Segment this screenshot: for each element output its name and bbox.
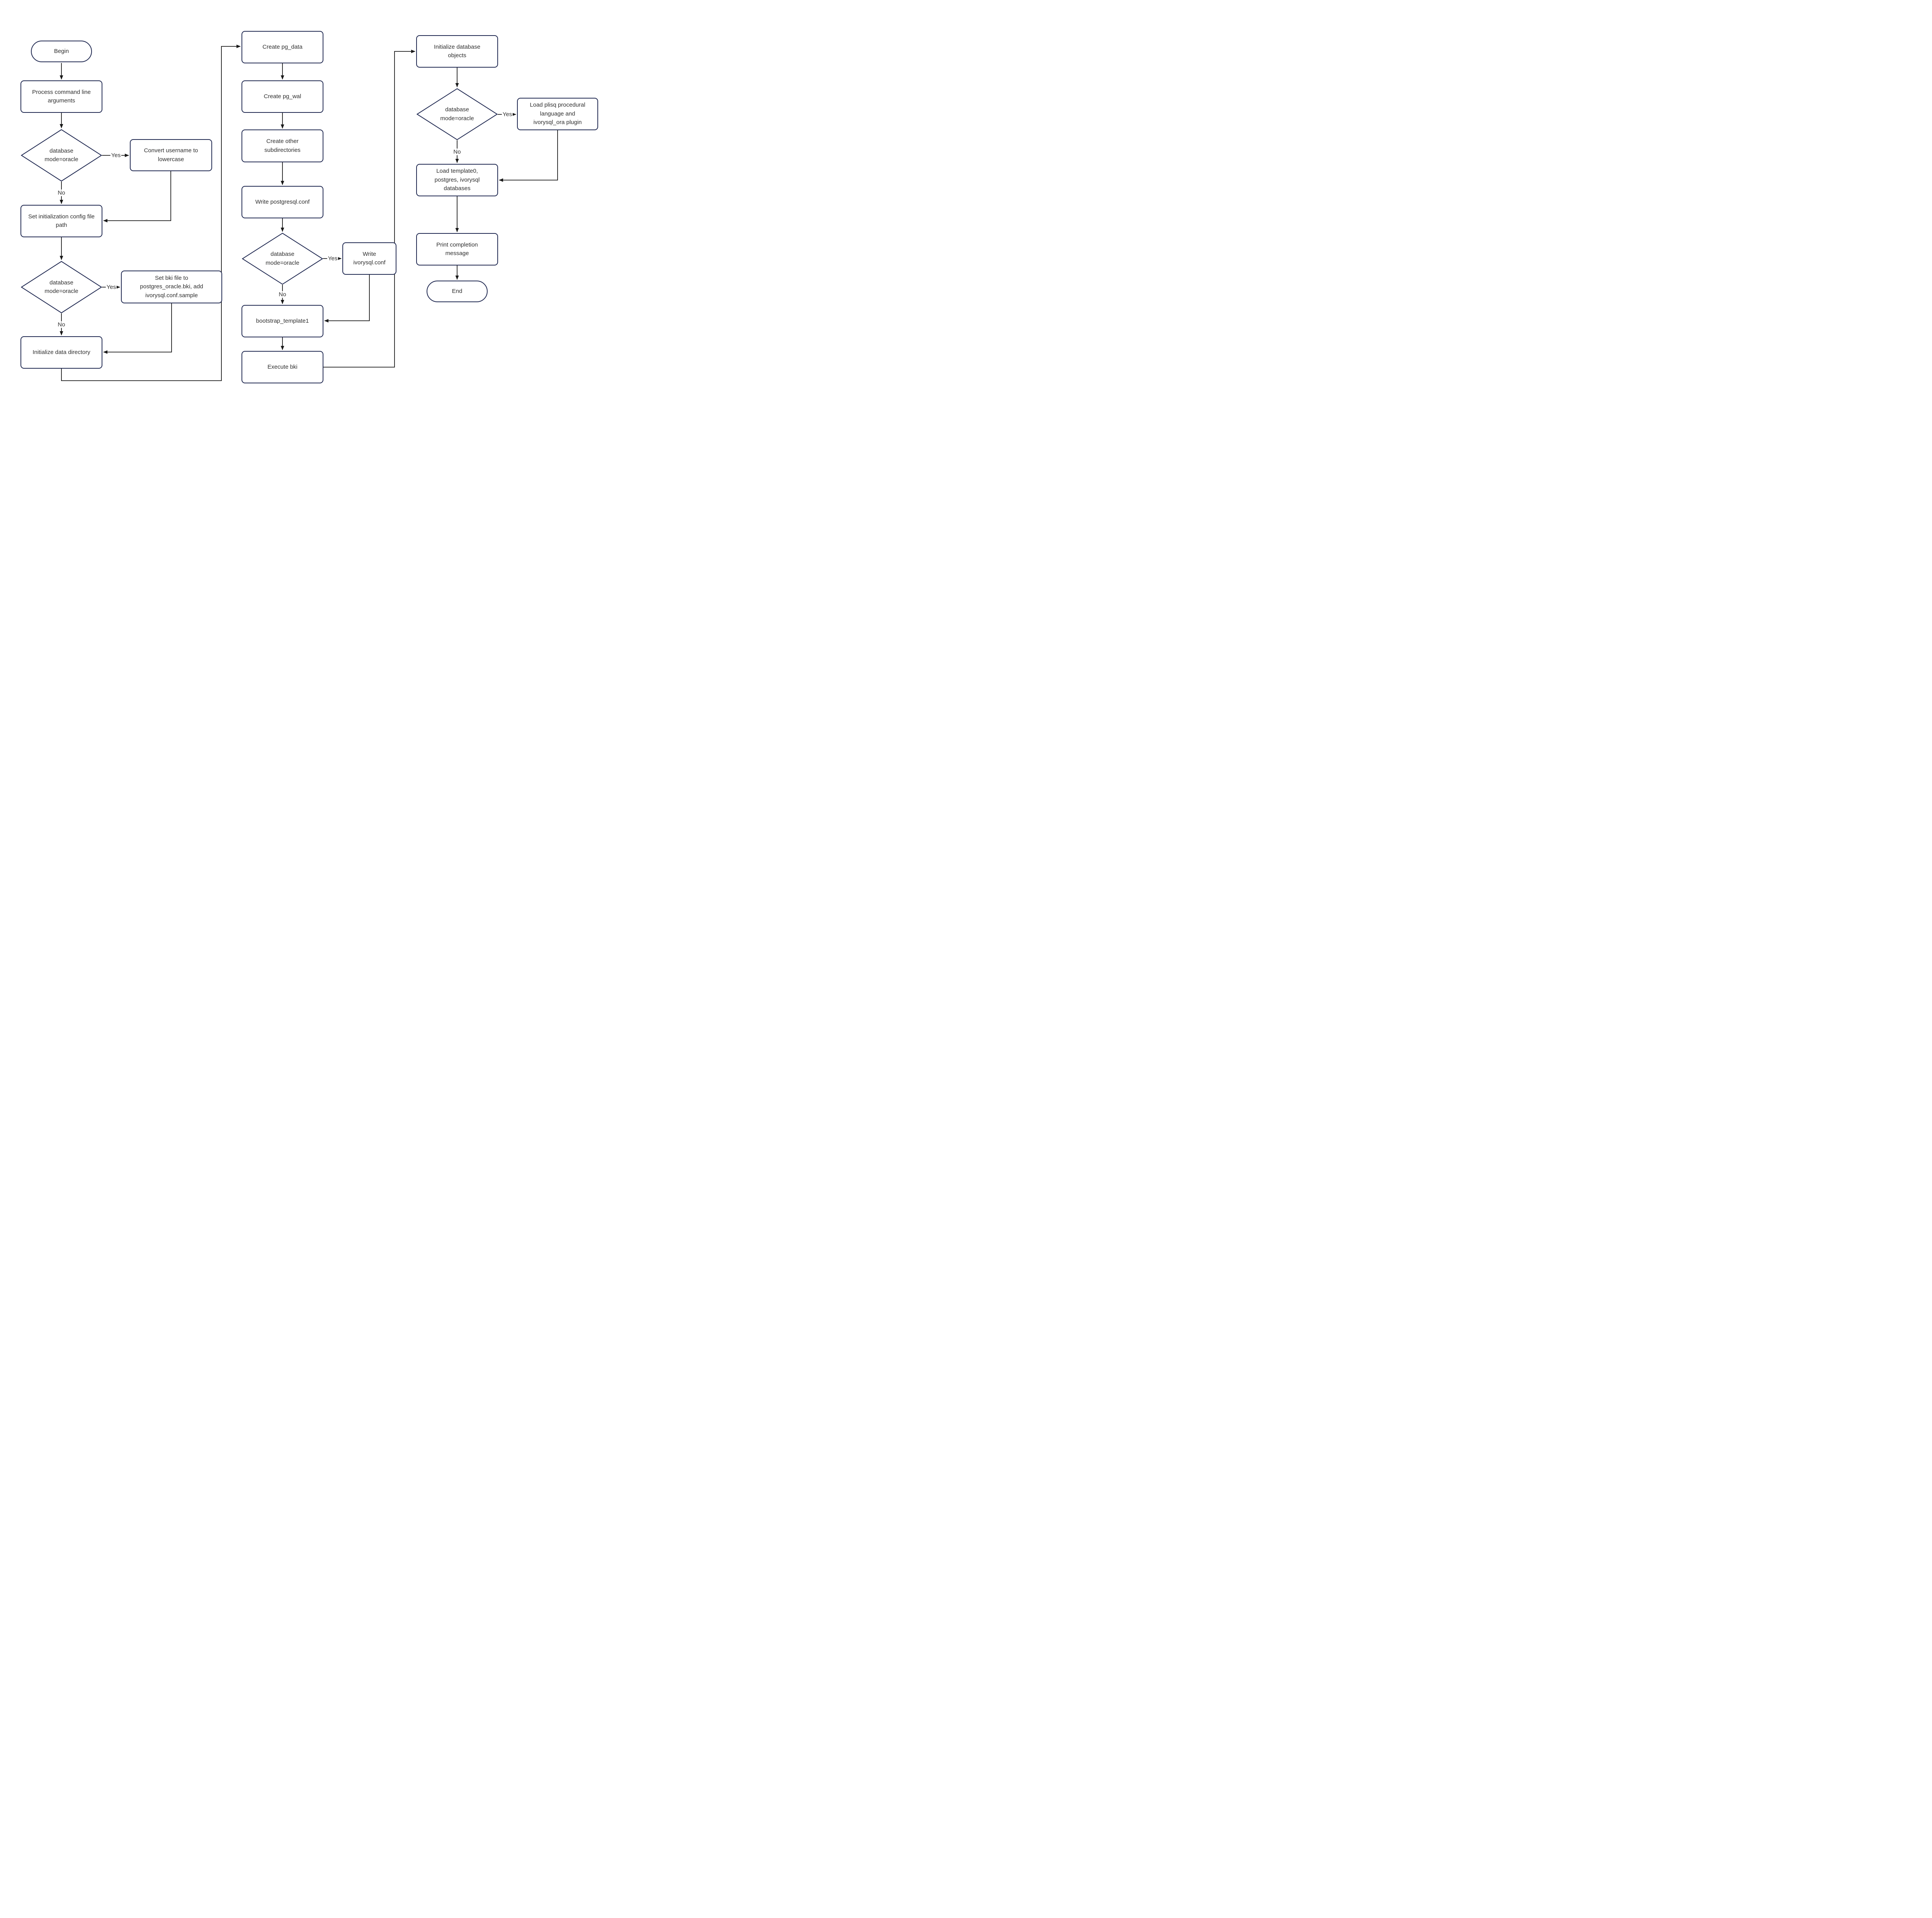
node-end: End — [427, 281, 488, 302]
node-create-pg-wal-label: Create pg_wal — [264, 93, 301, 100]
edge-loadplisq-to-loadtemplate — [499, 130, 558, 182]
node-process-args-label: Process command line arguments — [32, 88, 91, 104]
node-init-data-dir-label: Initialize data directory — [32, 349, 90, 356]
edge-label-decision2-no: No — [57, 321, 66, 328]
node-write-ivorysql-conf-label: Write ivorysql.conf — [353, 250, 386, 266]
diamond-shape-icon — [21, 261, 102, 313]
node-bootstrap-template1: bootstrap_template1 — [242, 305, 323, 337]
node-create-pg-data-label: Create pg_data — [262, 43, 303, 50]
edge-label-decision1-no: No — [57, 189, 66, 196]
node-set-bki-file: Set bki file to postgres_oracle.bki, add… — [121, 271, 222, 303]
edge-convert-to-setinit — [103, 171, 171, 223]
node-write-postgresql-conf: Write postgresql.conf — [242, 186, 323, 218]
node-decision4-label: database mode=oracle — [440, 106, 474, 122]
node-decision3-label: database mode=oracle — [265, 251, 299, 266]
node-create-other-subdirectories: Create other subdirectories — [242, 129, 323, 162]
node-initialize-database-objects: Initialize database objects — [416, 35, 498, 68]
node-decision1-label: database mode=oracle — [44, 147, 78, 163]
node-decision-database-mode-1: database mode=oracle — [21, 129, 102, 182]
edge-setbki-to-initdata — [103, 303, 172, 354]
node-create-other-subdirs-label: Create other subdirectories — [264, 138, 301, 153]
node-init-db-objects-label: Initialize database objects — [434, 43, 481, 59]
node-execute-bki-label: Execute bki — [267, 363, 298, 370]
node-set-initialization-config-file-path: Set initialization config file path — [20, 205, 102, 237]
node-write-postgresql-conf-label: Write postgresql.conf — [255, 198, 310, 205]
edge-label-decision1-yes: Yes — [110, 152, 122, 159]
node-load-plisq-procedural-language: Load plisq procedural language and ivory… — [517, 98, 598, 130]
flowchart-canvas: Begin Process command line arguments dat… — [0, 0, 599, 424]
node-convert-username-label: Convert username to lowercase — [144, 147, 198, 163]
node-set-bki-file-label: Set bki file to postgres_oracle.bki, add… — [140, 274, 203, 299]
node-print-completion-message: Print completion message — [416, 233, 498, 265]
edge-label-decision3-yes: Yes — [327, 255, 338, 262]
node-decision-database-mode-2: database mode=oracle — [21, 261, 102, 313]
node-begin-label: Begin — [54, 48, 69, 54]
node-execute-bki: Execute bki — [242, 351, 323, 383]
node-set-init-config-label: Set initialization config file path — [28, 213, 95, 229]
node-create-pg-data: Create pg_data — [242, 31, 323, 63]
edge-label-decision4-yes: Yes — [502, 111, 513, 118]
edge-writeivorysql-to-bootstrap — [324, 275, 370, 323]
diamond-shape-icon — [417, 88, 498, 140]
edge-executebki-to-initdbobjects — [323, 49, 415, 368]
edges-layer — [60, 44, 558, 381]
node-create-pg-wal: Create pg_wal — [242, 80, 323, 113]
edge-label-decision3-no: No — [278, 291, 287, 298]
node-process-command-line-arguments: Process command line arguments — [20, 80, 102, 113]
node-write-ivorysql-conf: Write ivorysql.conf — [342, 242, 396, 275]
node-convert-username-to-lowercase: Convert username to lowercase — [130, 139, 212, 171]
node-print-completion-label: Print completion message — [436, 241, 478, 257]
edge-initdata-to-createpgdata — [61, 44, 241, 381]
node-load-template-dbs-label: Load template0, postgres, ivorysql datab… — [434, 168, 480, 192]
diamond-shape-icon — [242, 233, 323, 285]
node-bootstrap-template1-label: bootstrap_template1 — [256, 317, 309, 324]
node-begin: Begin — [31, 41, 92, 62]
node-decision2-label: database mode=oracle — [44, 279, 78, 295]
node-load-template-databases: Load template0, postgres, ivorysql datab… — [416, 164, 498, 196]
node-end-label: End — [452, 288, 463, 294]
node-load-plisq-label: Load plisq procedural language and ivory… — [530, 102, 585, 126]
node-decision-database-mode-3: database mode=oracle — [242, 233, 323, 285]
node-initialize-data-directory: Initialize data directory — [20, 336, 102, 369]
edge-label-decision4-no: No — [452, 148, 462, 155]
node-decision-database-mode-4: database mode=oracle — [417, 88, 498, 140]
diamond-shape-icon — [21, 129, 102, 182]
edge-label-decision2-yes: Yes — [105, 284, 117, 291]
